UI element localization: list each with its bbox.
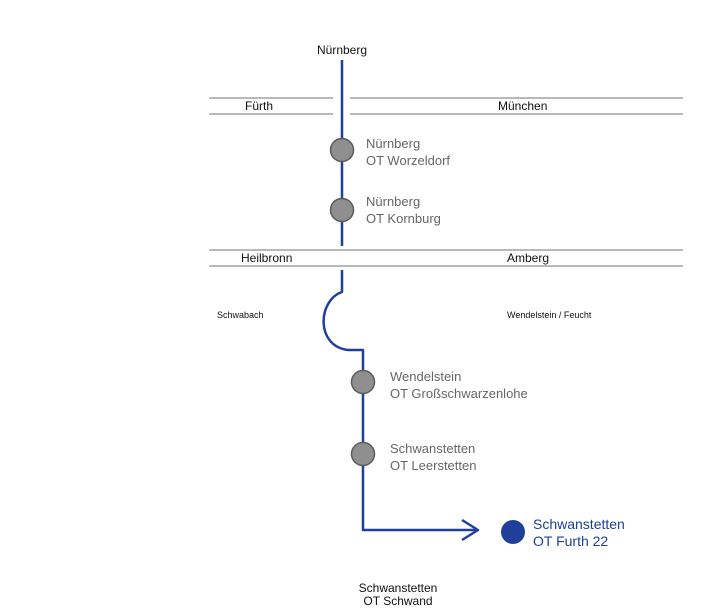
highway-2-right-label: Amberg	[503, 251, 554, 265]
stop-label-line1: Schwanstetten	[390, 441, 476, 456]
stop-label-line1: Nürnberg	[366, 194, 421, 209]
stop-label-line1: Wendelstein	[390, 369, 462, 384]
destination-marker	[501, 520, 525, 544]
stop-label: Nürnberg OT Worzeldorf	[366, 135, 450, 169]
highway-1-left-label: Fürth	[241, 99, 278, 113]
stop-marker	[329, 197, 355, 223]
stop-label-line1: Nürnberg	[366, 136, 421, 151]
stop-label: Schwanstetten OT Leerstetten	[390, 440, 476, 474]
highway-2-lines	[209, 249, 683, 267]
stop-marker	[350, 369, 376, 395]
stop-marker	[329, 137, 355, 163]
bottom-place-label-line1: Schwanstetten	[358, 581, 438, 595]
destination-label-line1: Schwanstetten	[533, 516, 625, 532]
stop-marker	[350, 441, 376, 467]
stop-label-line2: OT Leerstetten	[390, 458, 477, 473]
highway-1-lines	[209, 97, 683, 115]
origin-label: Nürnberg	[316, 43, 368, 57]
arrow-head-icon	[461, 518, 480, 542]
exit-left-label: Schwabach	[217, 310, 264, 320]
destination-label-line2: OT Furth 22	[533, 533, 609, 549]
stop-label: Nürnberg OT Kornburg	[366, 193, 441, 227]
bottom-place-label-line2: OT Schwand	[363, 594, 433, 608]
bottom-place-label: Schwanstetten OT Schwand	[338, 582, 458, 608]
stop-label: Wendelstein OT Großschwarzenlohe	[390, 368, 528, 402]
stop-label-line2: OT Kornburg	[366, 211, 441, 226]
highway-2-left-label: Heilbronn	[237, 251, 297, 265]
highway-1-right-label: München	[494, 99, 552, 113]
stop-label-line2: OT Worzeldorf	[366, 153, 451, 168]
exit-right-label: Wendelstein / Feucht	[507, 310, 592, 320]
destination-label: Schwanstetten OT Furth 22	[533, 516, 625, 550]
stop-label-line2: OT Großschwarzenlohe	[390, 386, 528, 401]
